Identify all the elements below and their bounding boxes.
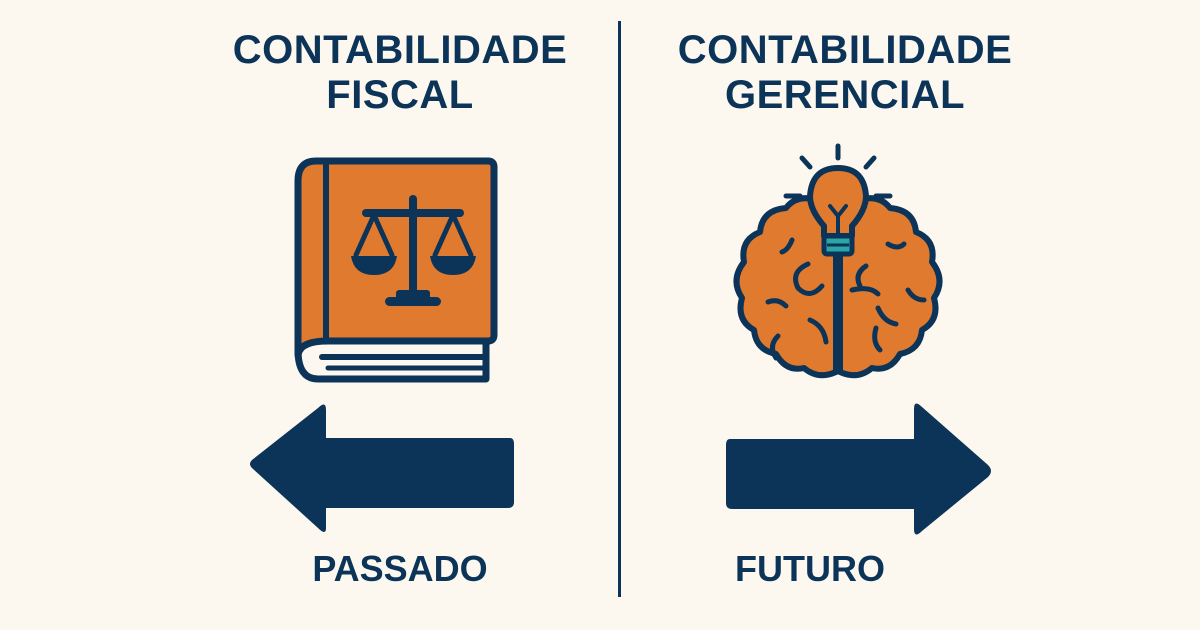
center-divider	[618, 21, 621, 597]
right-title: CONTABILIDADE GERENCIAL	[645, 28, 1045, 118]
right-title-line2: GERENCIAL	[724, 73, 966, 117]
left-title-line1: CONTABILIDADE	[232, 28, 568, 72]
past-label: PASSADO	[312, 548, 488, 589]
arrow-right-icon	[726, 403, 991, 535]
law-book-scales-icon	[294, 157, 498, 383]
left-title: CONTABILIDADE FISCAL	[200, 28, 600, 118]
right-title-line1: CONTABILIDADE	[677, 28, 1013, 72]
future-label: FUTURO	[735, 548, 885, 589]
brain-lightbulb-icon	[733, 143, 943, 379]
arrow-left-icon	[250, 404, 514, 532]
left-title-line2: FISCAL	[326, 73, 474, 117]
